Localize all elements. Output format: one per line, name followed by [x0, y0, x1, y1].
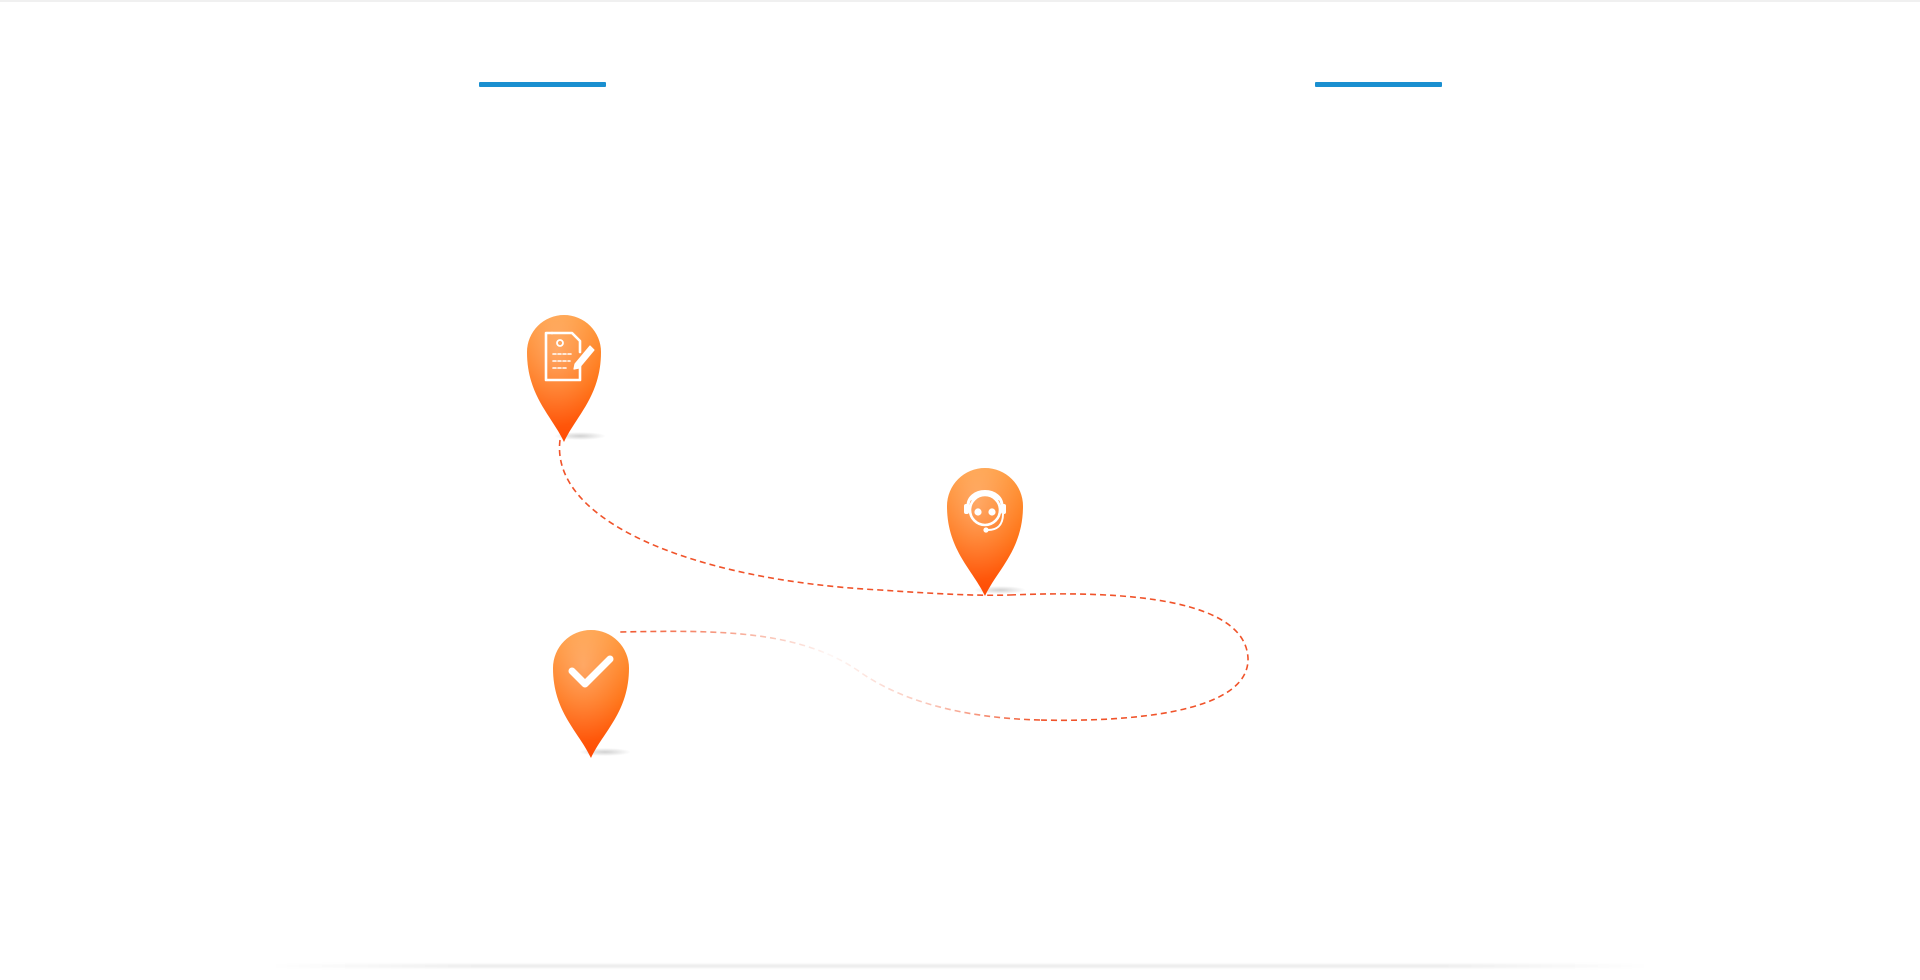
- document-edit-icon: [544, 331, 595, 382]
- route-pin-service[interactable]: [947, 468, 1026, 596]
- route-pin-complete[interactable]: [553, 630, 631, 758]
- tab-left-underline: [479, 82, 606, 87]
- checkmark-icon: [568, 655, 614, 688]
- route-path-segment-1: [558, 439, 1011, 597]
- customer-service-icon: [964, 490, 1006, 533]
- route-pin-apply[interactable]: [527, 315, 606, 442]
- top-divider: [0, 0, 1920, 2]
- tab-right-underline: [1315, 82, 1442, 87]
- section-bottom-divider: [270, 964, 1650, 968]
- route-path-segment-2: [1009, 593, 1249, 722]
- route-path-segment-3: [619, 630, 1041, 721]
